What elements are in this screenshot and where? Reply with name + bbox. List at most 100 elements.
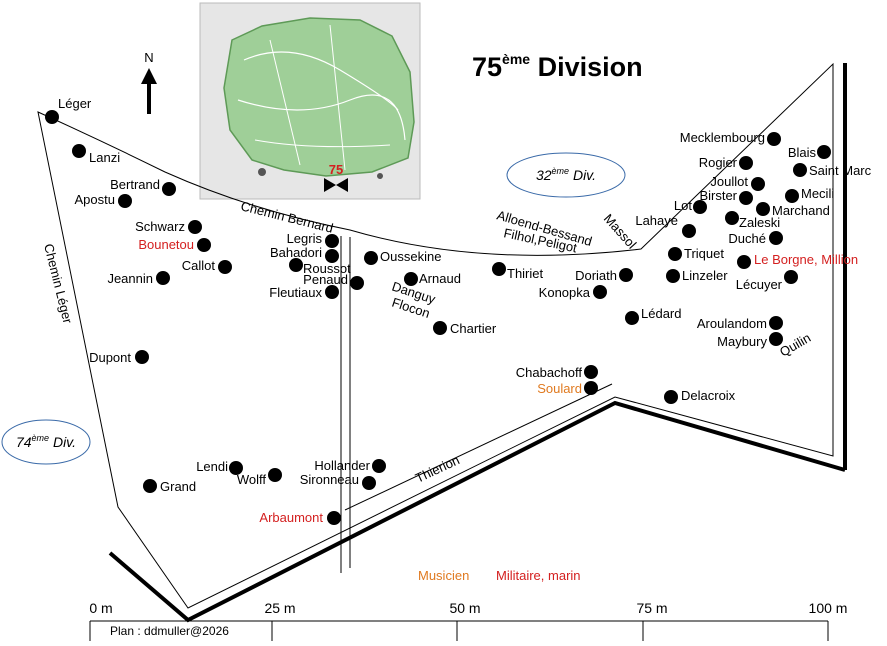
grave-marker[interactable]: Joullot — [710, 174, 765, 191]
grave-marker[interactable]: Arbaumont — [259, 510, 341, 525]
grave-marker[interactable]: Lanzi — [72, 144, 120, 165]
grave-dot[interactable] — [372, 459, 386, 473]
grave-dot[interactable] — [784, 270, 798, 284]
grave-marker[interactable]: Hollander — [314, 458, 386, 473]
grave-marker[interactable]: Sironneau — [300, 472, 376, 490]
grave-marker[interactable]: Lahaye — [635, 213, 696, 238]
grave-marker[interactable]: Wolff — [237, 468, 282, 487]
grave-marker[interactable]: Arnaud — [404, 271, 461, 286]
grave-marker[interactable]: Jeannin — [107, 271, 170, 286]
grave-dot[interactable] — [327, 511, 341, 525]
grave-dot[interactable] — [619, 268, 633, 282]
grave-dot[interactable] — [769, 231, 783, 245]
grave-marker[interactable]: Triquet — [668, 246, 724, 261]
grave-marker[interactable]: Saint Marc — [793, 163, 872, 178]
grave-label: Jeannin — [107, 271, 153, 286]
grave-marker[interactable]: Schwarz — [135, 219, 202, 234]
grave-marker[interactable]: Linzeler — [666, 268, 728, 283]
grave-marker[interactable]: Chartier — [433, 321, 497, 336]
grave-marker[interactable]: Legris — [287, 231, 339, 248]
grave-dot[interactable] — [362, 476, 376, 490]
grave-marker[interactable]: Léger — [45, 96, 92, 124]
grave-dot[interactable] — [289, 258, 303, 272]
grave-dot[interactable] — [197, 238, 211, 252]
grave-dot[interactable] — [325, 249, 339, 263]
grave-dot[interactable] — [593, 285, 607, 299]
grave-dot[interactable] — [143, 479, 157, 493]
grave-marker[interactable]: Doriath — [575, 268, 633, 283]
grave-dot[interactable] — [162, 182, 176, 196]
grave-dot[interactable] — [325, 234, 339, 248]
grave-marker[interactable]: Penaud — [303, 272, 364, 290]
grave-marker[interactable]: Grand — [143, 479, 196, 494]
grave-marker[interactable]: Lécuyer — [736, 270, 798, 292]
grave-dot[interactable] — [325, 285, 339, 299]
grave-dot[interactable] — [739, 156, 753, 170]
grave-marker[interactable]: Maybury — [717, 332, 783, 349]
grave-marker[interactable]: Marchand — [756, 202, 830, 218]
grave-dot[interactable] — [693, 200, 707, 214]
grave-dot[interactable] — [584, 381, 598, 395]
grave-marker[interactable]: Duché — [728, 231, 783, 246]
grave-dot[interactable] — [725, 211, 739, 225]
grave-dot[interactable] — [156, 271, 170, 285]
grave-marker[interactable]: Le Borgne, Million — [737, 252, 858, 269]
grave-dot[interactable] — [188, 220, 202, 234]
grave-marker[interactable]: Blais — [788, 145, 831, 160]
grave-marker[interactable]: Bounetou — [138, 237, 211, 252]
grave-marker[interactable]: Lendi — [196, 459, 243, 475]
grave-dot[interactable] — [625, 311, 639, 325]
grave-marker[interactable]: Mecklembourg — [680, 130, 781, 146]
grave-marker[interactable]: Aroulandom — [697, 316, 783, 331]
grave-dot[interactable] — [767, 132, 781, 146]
grave-dot[interactable] — [135, 350, 149, 364]
grave-marker[interactable]: Bahadori — [270, 245, 339, 263]
grave-marker[interactable]: Thiriet — [492, 262, 544, 281]
grave-marker[interactable]: Dupont — [89, 350, 149, 365]
grave-dot[interactable] — [118, 194, 132, 208]
grave-dot[interactable] — [218, 260, 232, 274]
grave-marker[interactable]: Bertrand — [110, 177, 176, 196]
grave-label: Le Borgne, Million — [754, 252, 858, 267]
grave-marker[interactable]: Delacroix — [664, 388, 736, 404]
grave-dot[interactable] — [268, 468, 282, 482]
grave-marker[interactable]: Konopka — [539, 285, 607, 300]
grave-marker[interactable]: Lédard — [625, 306, 681, 325]
grave-marker[interactable]: Soulard — [537, 381, 598, 396]
grave-marker[interactable]: Chabachoff — [516, 365, 598, 380]
grave-dot[interactable] — [229, 461, 243, 475]
grave-marker[interactable]: Oussekine — [364, 249, 441, 265]
grave-dot[interactable] — [751, 177, 765, 191]
grave-dot[interactable] — [72, 144, 86, 158]
grave-dot[interactable] — [45, 110, 59, 124]
grave-marker[interactable]: Zaleski — [725, 211, 780, 230]
grave-dot[interactable] — [793, 163, 807, 177]
grave-dot[interactable] — [769, 316, 783, 330]
grave-dot[interactable] — [433, 321, 447, 335]
grave-dot[interactable] — [737, 255, 751, 269]
chemin-leger-label: Chemin Léger — [41, 242, 75, 326]
grave-marker[interactable]: Fleutiaux — [269, 285, 339, 300]
grave-dot[interactable] — [739, 191, 753, 205]
grave-dot[interactable] — [404, 272, 418, 286]
grave-marker[interactable]: Mecili — [785, 186, 834, 203]
grave-dot[interactable] — [584, 365, 598, 379]
grave-marker[interactable]: Birster — [699, 188, 753, 205]
grave-dot[interactable] — [785, 189, 799, 203]
grave-dot[interactable] — [817, 145, 831, 159]
grave-marker[interactable]: Apostu — [75, 192, 132, 208]
grave-dot[interactable] — [666, 269, 680, 283]
location-marker-icon — [324, 178, 348, 192]
grave-marker[interactable]: Callot — [182, 258, 232, 274]
grave-marker[interactable]: Roussot — [289, 258, 351, 276]
grave-dot[interactable] — [664, 390, 678, 404]
grave-dot[interactable] — [769, 332, 783, 346]
grave-dot[interactable] — [756, 202, 770, 216]
grave-dot[interactable] — [668, 247, 682, 261]
grave-dot[interactable] — [492, 262, 506, 276]
grave-marker[interactable]: Lot — [674, 198, 707, 214]
grave-dot[interactable] — [682, 224, 696, 238]
grave-marker[interactable]: Rogier — [699, 155, 753, 170]
grave-dot[interactable] — [350, 276, 364, 290]
grave-dot[interactable] — [364, 251, 378, 265]
